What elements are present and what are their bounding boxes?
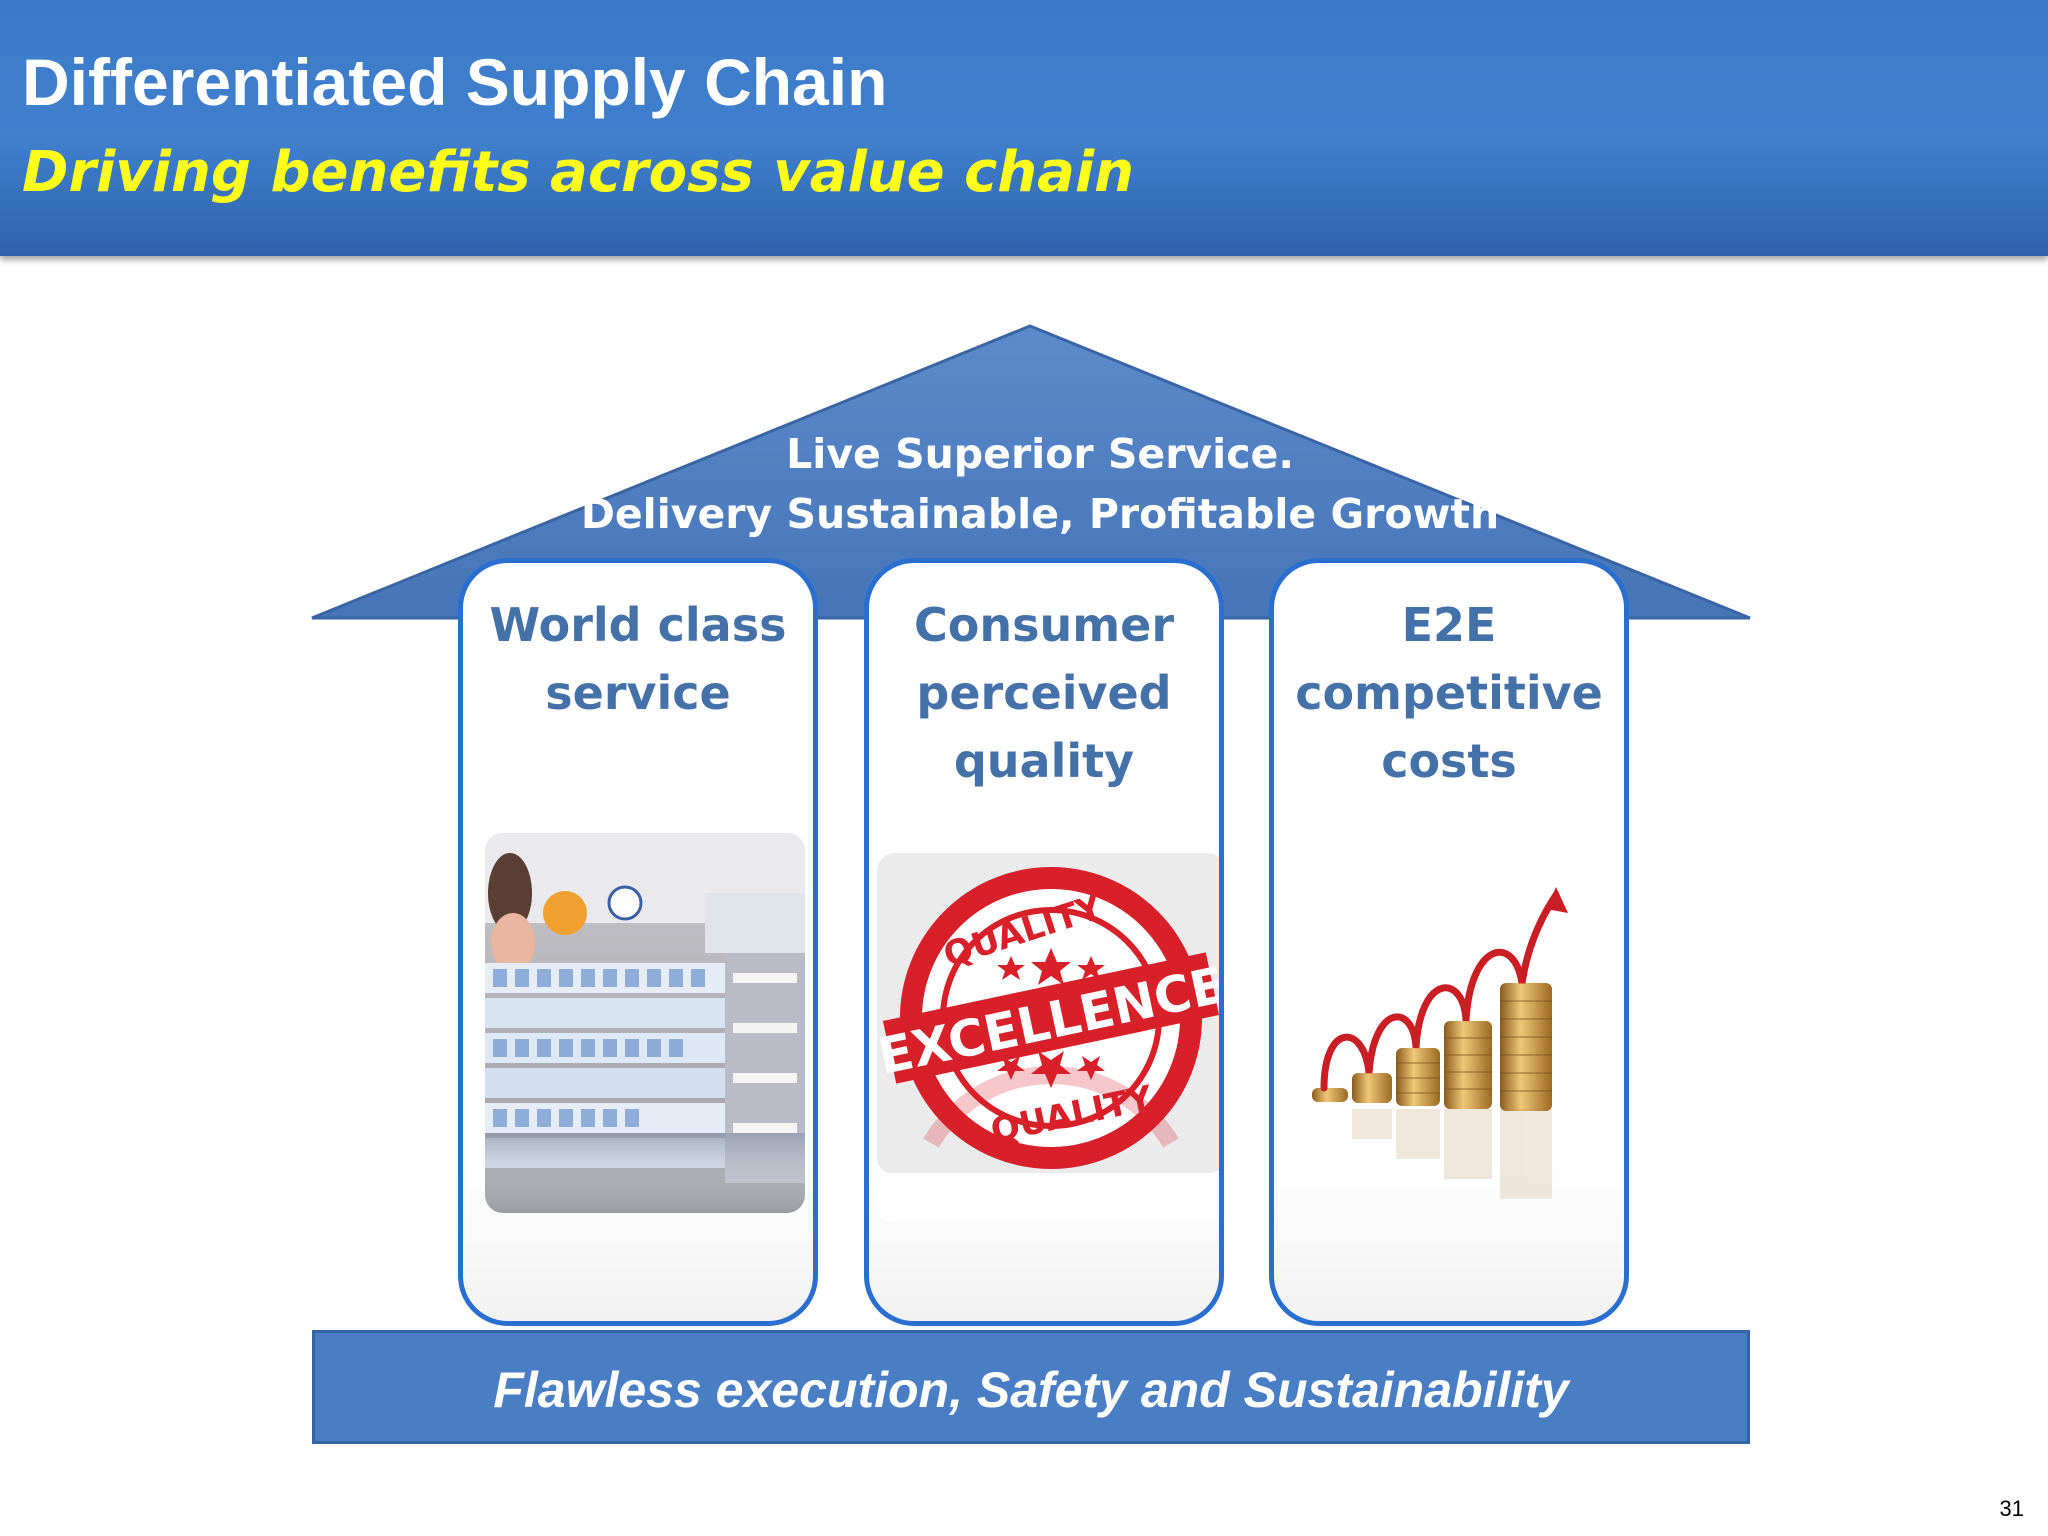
slide-header: Differentiated Supply Chain Driving bene… bbox=[0, 0, 2048, 256]
pillar-world-class-service: World class service bbox=[458, 558, 818, 1326]
pillar-label-line: Consumer bbox=[913, 598, 1175, 652]
foundation-label: Flawless execution, Safety and Sustainab… bbox=[493, 1362, 1569, 1418]
growing-coin-stacks-icon bbox=[1294, 883, 1614, 1203]
pillar-label-line: competitive bbox=[1295, 666, 1603, 720]
pillar-label: E2E competitive costs bbox=[1284, 591, 1614, 795]
slide-title: Differentiated Supply Chain bbox=[22, 45, 888, 119]
page-number: 31 bbox=[1999, 1496, 2024, 1521]
pillar-label-line: World class bbox=[489, 598, 787, 652]
roof-text-line-1: Live Superior Service. bbox=[786, 430, 1294, 478]
pillar-label: World class service bbox=[473, 591, 803, 727]
pillar-label-line: quality bbox=[953, 734, 1135, 788]
pillar-label-line: perceived bbox=[916, 666, 1172, 720]
pillar-label-line: costs bbox=[1381, 734, 1517, 788]
house-foundation: Flawless execution, Safety and Sustainab… bbox=[312, 1330, 1750, 1444]
pillar-label-line: service bbox=[545, 666, 731, 720]
slide-subtitle: Driving benefits across value chain bbox=[22, 140, 1135, 205]
pillar-consumer-perceived-quality: Consumer perceived quality bbox=[864, 558, 1224, 1326]
roof-text-line-2: Delivery Sustainable, Profitable Growth bbox=[580, 490, 1500, 538]
pillar-label: Consumer perceived quality bbox=[879, 591, 1209, 795]
quality-excellence-stamp-icon: EXCELLENCE QUALITY QUALITY bbox=[877, 853, 1219, 1223]
pillar-label-line: E2E bbox=[1401, 598, 1497, 652]
retail-shelf-photo bbox=[485, 833, 805, 1213]
pillar-e2e-competitive-costs: E2E competitive costs bbox=[1269, 558, 1629, 1326]
